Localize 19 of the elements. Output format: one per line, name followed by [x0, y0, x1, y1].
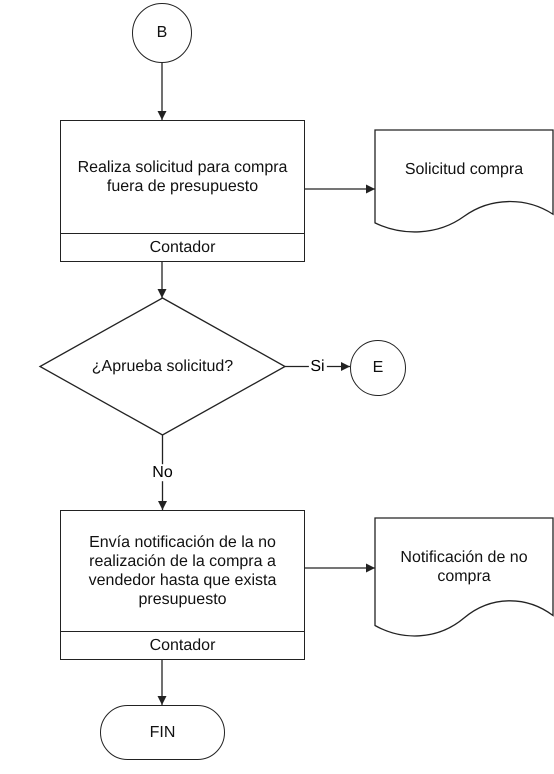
role-label: Contador — [150, 636, 216, 656]
connector-label: E — [372, 358, 384, 378]
terminal-label: FIN — [150, 722, 176, 742]
role-label: Contador — [150, 238, 216, 258]
arrow — [158, 262, 166, 298]
arrow — [305, 564, 375, 572]
connector-label: B — [156, 23, 168, 43]
process-text: Envía notificación de la no realización de la compra a vendedor hasta que exista presupuesto — [88, 532, 278, 610]
arrow — [305, 184, 375, 194]
decision-diamond — [40, 298, 285, 435]
arrow — [158, 63, 166, 120]
arrow — [285, 362, 350, 371]
document-text: Notificación de no compra — [399, 548, 529, 586]
process-box — [60, 120, 305, 262]
decision-text: ¿Aprueba solicitud? — [92, 356, 234, 376]
arrow — [158, 660, 166, 705]
process-text: Realiza solicitud para compra fuera de presupuesto — [76, 158, 288, 196]
document-text: Solicitud compra — [404, 160, 524, 180]
process-box — [60, 510, 305, 660]
